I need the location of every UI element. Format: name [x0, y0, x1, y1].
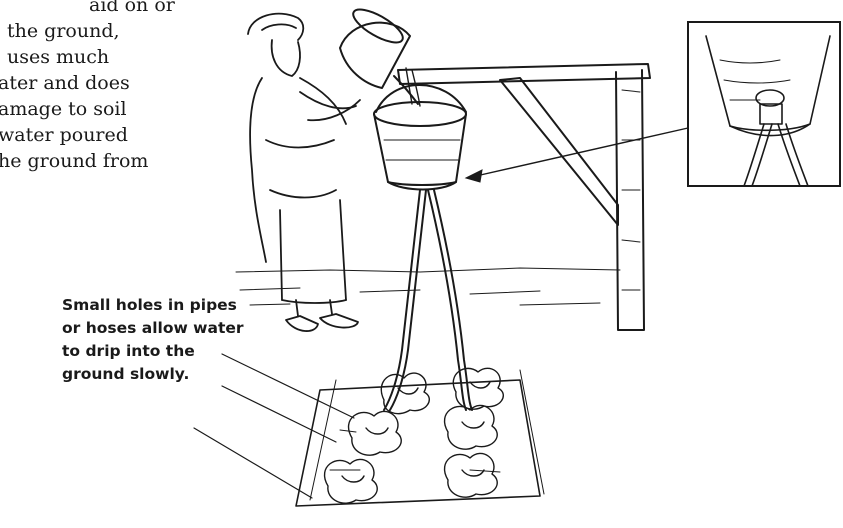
plant [349, 411, 402, 455]
pouring-can [340, 3, 418, 104]
callout-leader-lines [194, 354, 354, 498]
plant [445, 405, 498, 449]
plant [325, 459, 378, 503]
plant [381, 373, 429, 414]
ground-horizon [236, 268, 620, 305]
plant [445, 453, 498, 497]
inset-detail [688, 22, 840, 186]
garden-bed [296, 370, 544, 506]
hanging-bucket [374, 85, 466, 190]
woman-figure [248, 14, 360, 331]
drip-hoses [384, 190, 472, 410]
